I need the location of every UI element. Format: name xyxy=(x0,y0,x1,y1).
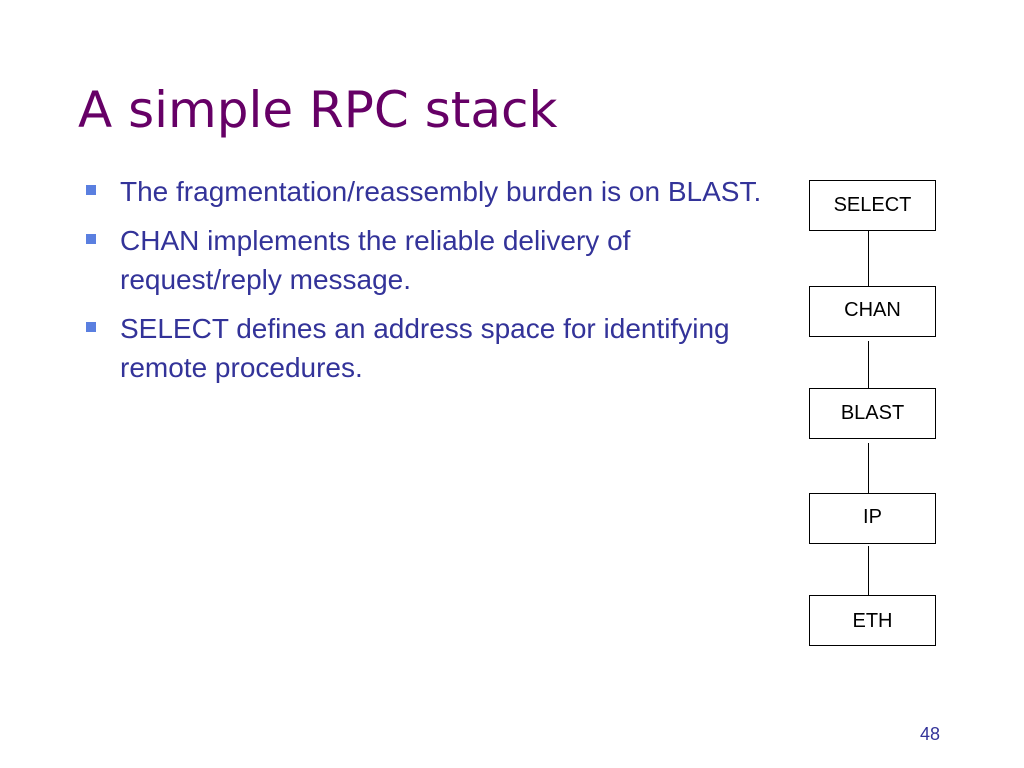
slide-title: A simple RPC stack xyxy=(78,81,558,139)
layer-blast-box: BLAST xyxy=(809,388,936,439)
layer-chan-box: CHAN xyxy=(809,286,936,337)
square-bullet-icon xyxy=(86,185,96,195)
connector-line xyxy=(868,443,869,493)
square-bullet-icon xyxy=(86,322,96,332)
layer-eth-box: ETH xyxy=(809,595,936,646)
bullet-text: SELECT defines an address space for iden… xyxy=(120,313,730,383)
bullet-list: The fragmentation/reassembly burden is o… xyxy=(86,172,766,397)
connector-line xyxy=(868,546,869,595)
square-bullet-icon xyxy=(86,234,96,244)
bullet-item: SELECT defines an address space for iden… xyxy=(86,309,766,387)
page-number: 48 xyxy=(919,724,940,744)
connector-line xyxy=(868,341,869,388)
layer-ip-box: IP xyxy=(809,493,936,544)
bullet-text: CHAN implements the reliable delivery of… xyxy=(120,225,631,295)
bullet-item: The fragmentation/reassembly burden is o… xyxy=(86,172,766,211)
connector-line xyxy=(868,231,869,286)
bullet-item: CHAN implements the reliable delivery of… xyxy=(86,221,766,299)
layer-select-box: SELECT xyxy=(809,180,936,231)
bullet-text: The fragmentation/reassembly burden is o… xyxy=(120,176,762,207)
